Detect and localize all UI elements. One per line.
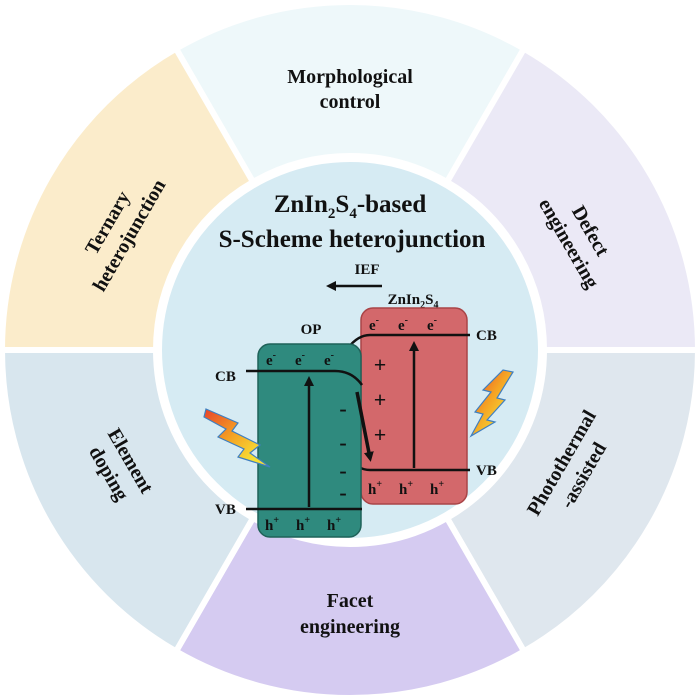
znins-plus-signs: + + + — [374, 352, 387, 447]
znins-hole: h+ — [368, 479, 382, 498]
plus-sign: + — [374, 422, 387, 447]
svg-text:Facet: Facet — [327, 590, 374, 612]
op-hole: h+ — [296, 515, 310, 534]
segment-label-morphological: Morphological control — [287, 66, 413, 113]
op-holes: h+ h+ h+ — [265, 515, 341, 534]
lightning-right-icon — [469, 369, 514, 438]
op-minus-signs: - - - - — [339, 396, 346, 505]
znins-hole: h+ — [399, 479, 413, 498]
center-title-line2: S-Scheme heterojunction — [219, 226, 486, 253]
recombination-arrow — [355, 391, 374, 462]
lightning-left-icon — [203, 408, 271, 468]
op-hole: h+ — [265, 515, 279, 534]
minus-sign: - — [339, 458, 346, 483]
znins-holes: h+ h+ h+ — [368, 479, 444, 498]
svg-text:control: control — [320, 91, 381, 113]
center-title-line1: ZnIn2S4-based — [274, 191, 427, 222]
znins-hole: h+ — [430, 479, 444, 498]
plus-sign: + — [374, 387, 387, 412]
znins-electron: e- — [427, 315, 437, 334]
op-cb-line — [246, 369, 364, 386]
segment-label-facet: Facet engineering — [300, 590, 400, 638]
op-electron: e- — [324, 350, 334, 369]
svg-text:engineering: engineering — [300, 616, 400, 638]
svg-text:Morphological: Morphological — [287, 66, 413, 88]
op-hole: h+ — [327, 515, 341, 534]
minus-sign: - — [339, 480, 346, 505]
op-cb-text: CB — [215, 369, 236, 385]
znins-electron: e- — [369, 315, 379, 334]
znins-vb-text: VB — [476, 463, 497, 479]
op-electrons: e- e- e- — [266, 350, 334, 369]
op-label: OP — [301, 322, 322, 338]
plus-sign: + — [374, 352, 387, 377]
znins-label: ZnIn2S4 — [388, 292, 439, 311]
op-electron: e- — [266, 350, 276, 369]
znins-cb-text: CB — [476, 328, 497, 344]
op-vb-text: VB — [215, 502, 236, 518]
znins-electron: e- — [398, 315, 408, 334]
op-electron: e- — [295, 350, 305, 369]
znins-electrons: e- e- e- — [369, 315, 437, 334]
minus-sign: - — [339, 430, 346, 455]
minus-sign: - — [339, 396, 346, 421]
ief-label: IEF — [354, 262, 379, 278]
